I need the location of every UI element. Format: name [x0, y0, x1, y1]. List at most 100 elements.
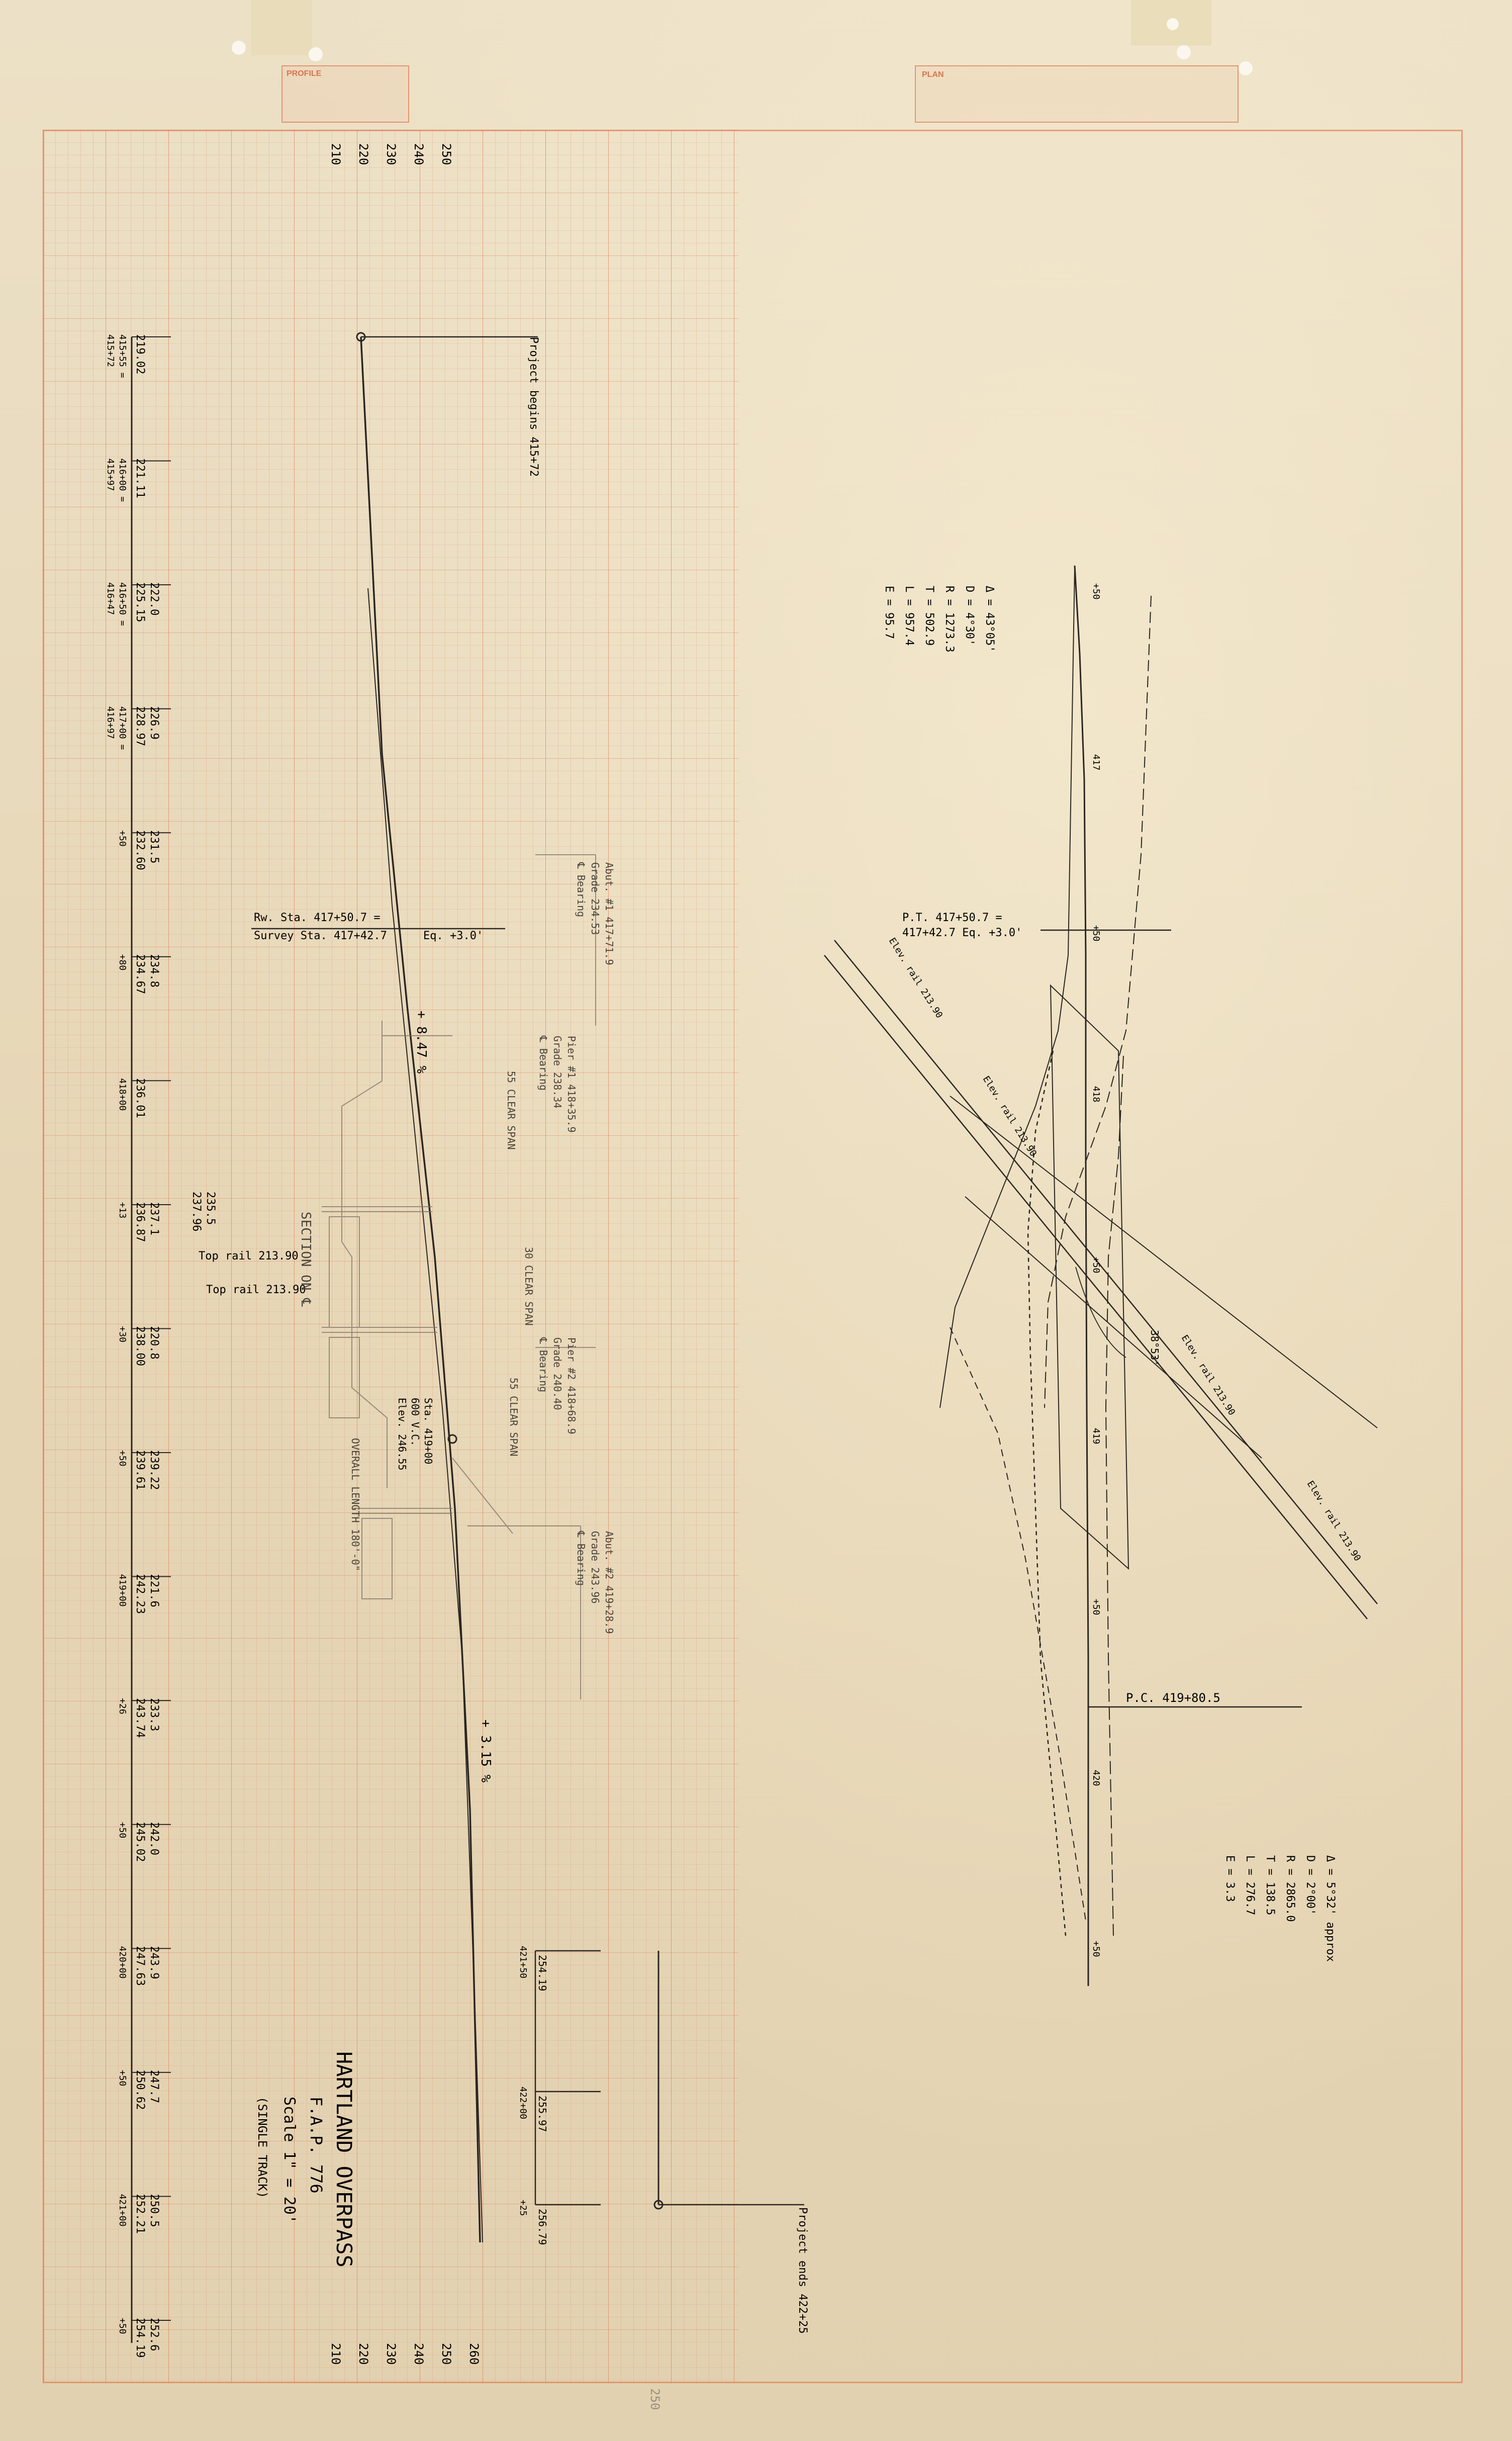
plan-station: 419	[1091, 1428, 1101, 1444]
pt-label: P.T. 417+50.7 =417+42.7 Eq. +3.0'	[902, 912, 1022, 939]
plan-dashed-offset	[1044, 595, 1152, 1408]
abutment-note: Grade 240.40	[551, 1337, 563, 1410]
station-label: 415+55 =	[117, 334, 128, 378]
plan-curve-left	[939, 568, 1075, 1408]
abutment-note: ℄ Bearing	[537, 1337, 549, 1392]
plan-view	[824, 565, 1378, 1986]
grade-down-label: + 8.47 %	[414, 1011, 429, 1074]
curve-parameter: T = 138.5	[1264, 1855, 1276, 1915]
elevation-upper: 242.0	[148, 1822, 160, 1855]
elevation-upper: 252.6	[148, 2318, 160, 2351]
elevation-upper: 233.3	[148, 1698, 160, 1731]
span-label-3: 55 CLEAR SPAN	[508, 1378, 520, 1457]
curve-parameter: D = 2°00'	[1304, 1855, 1316, 1915]
elevation-lower: 238.00	[134, 1326, 146, 1366]
station-label: 415+72	[105, 334, 116, 367]
station-label: 416+50 =	[117, 582, 128, 626]
plan-rail-elevation: Elev. rail 213.90	[1179, 1333, 1237, 1417]
drawing-title: HARTLAND OVERPASS F.A.P. 776 Scale 1" = 20…	[255, 2051, 356, 2268]
elevation-upper: 226.9	[148, 706, 160, 740]
abutment-note: ℄ Bearing	[575, 862, 587, 917]
station-label: +50	[117, 830, 128, 847]
curve-parameter: E = 95.7	[883, 586, 895, 639]
pt-label-line: P.T. 417+50.7 =	[902, 912, 1002, 924]
faint-stamp: 250	[648, 2388, 662, 2410]
right-elevation-label: 256.79	[536, 2209, 548, 2245]
elevation-upper: 247.7	[148, 2070, 160, 2103]
plan-centerline	[1074, 565, 1089, 1986]
plan-station: 420	[1091, 1770, 1101, 1786]
elevation-lower: 236.87	[134, 1202, 146, 1242]
vpi-note: Sta. 419+00	[422, 1398, 434, 1464]
extra-elevation: 235.5	[204, 1192, 217, 1225]
abutment-note: Pier #2 418+68.9	[565, 1337, 578, 1434]
plan-station: 417	[1091, 754, 1101, 771]
station-label: 421+00	[117, 2194, 128, 2226]
equation-line2: Survey Sta. 417+42.7	[254, 930, 387, 942]
station-label: 418+00	[117, 1078, 128, 1111]
title-line2: F.A.P. 776	[307, 2097, 326, 2194]
station-label: 419+00	[117, 1574, 128, 1607]
punch-hole	[1239, 61, 1253, 75]
abutment-note: Pier #1 418+35.9	[565, 1036, 578, 1133]
elevation-scale-tick: 240	[412, 2343, 426, 2365]
title-line3: Scale 1" = 20'	[280, 2097, 298, 2224]
elevation-scale-tick: 210	[329, 143, 343, 165]
elevation-upper: 220.8	[148, 1326, 160, 1360]
project-end-marker	[653, 2200, 664, 2210]
elevation-lower: 225.15	[134, 582, 146, 622]
station-label: +80	[117, 954, 128, 971]
punch-hole	[1167, 18, 1179, 30]
elevation-upper: 243.9	[148, 1946, 160, 1979]
vpi-note: 600 V.C.	[409, 1398, 421, 1446]
top-rail-label-2: Top rail 213.90	[206, 1284, 306, 1296]
curve-data-1: Δ = 43°05'D = 4°30'R = 1273.3T = 502.9L …	[883, 586, 996, 652]
curve-parameter: L = 957.4	[903, 586, 915, 646]
tape-mark	[251, 0, 312, 55]
profile-grade-line	[360, 336, 481, 2243]
elevation-lower: 250.62	[134, 2070, 146, 2110]
right-station-label: +25	[518, 2200, 528, 2216]
elevation-scale-tick: 220	[356, 2343, 370, 2365]
elevation-scale-tick: 230	[384, 143, 398, 165]
station-label: 416+00 =	[117, 459, 128, 502]
bridge-sketch	[322, 854, 596, 1699]
pc-label: P.C. 419+80.5	[1126, 1691, 1220, 1705]
plan-title-box: PLAN	[915, 65, 1239, 123]
title-line1: HARTLAND OVERPASS	[332, 2051, 356, 2268]
profile-title-box: PROFILE	[281, 65, 409, 123]
abutment-note: Abut. #2 419+28.9	[603, 1531, 615, 1634]
elevation-lower: 236.01	[134, 1078, 146, 1118]
elevation-lower: 239.61	[134, 1450, 146, 1490]
elevation-scale-tick: 250	[439, 143, 453, 165]
grade-up-label: + 3.15 %	[478, 1720, 493, 1783]
profile-grid	[43, 130, 739, 2383]
vpi-marker	[447, 1434, 457, 1444]
punch-hole	[309, 47, 323, 61]
elevation-lower: 254.19	[134, 2318, 146, 2358]
plan-station: +50	[1091, 583, 1101, 600]
project-ends-label: Project ends 422+25	[796, 2207, 809, 2334]
vpi-note: Elev. 246.55	[396, 1398, 408, 1471]
abutment-note: ℄ Bearing	[575, 1530, 587, 1586]
span-label-2: 30 CLEAR SPAN	[523, 1247, 535, 1326]
profile-ground-line	[367, 588, 483, 2243]
punch-hole	[1177, 45, 1191, 59]
section-label: SECTION ON ℄	[298, 1212, 313, 1307]
plan-station: +50	[1091, 1941, 1101, 1957]
sheet-border	[43, 130, 1463, 2383]
plan-station: +50	[1091, 1599, 1101, 1615]
equation-line1: Rw. Sta. 417+50.7 =	[254, 912, 381, 924]
station-label: +13	[117, 1202, 128, 1219]
span-label-1: 55 CLEAR SPAN	[505, 1071, 517, 1150]
station-label: 417+00 =	[117, 706, 128, 750]
plan-tab-label: PLAN	[922, 70, 944, 79]
elevation-lower: 252.21	[134, 2194, 146, 2233]
